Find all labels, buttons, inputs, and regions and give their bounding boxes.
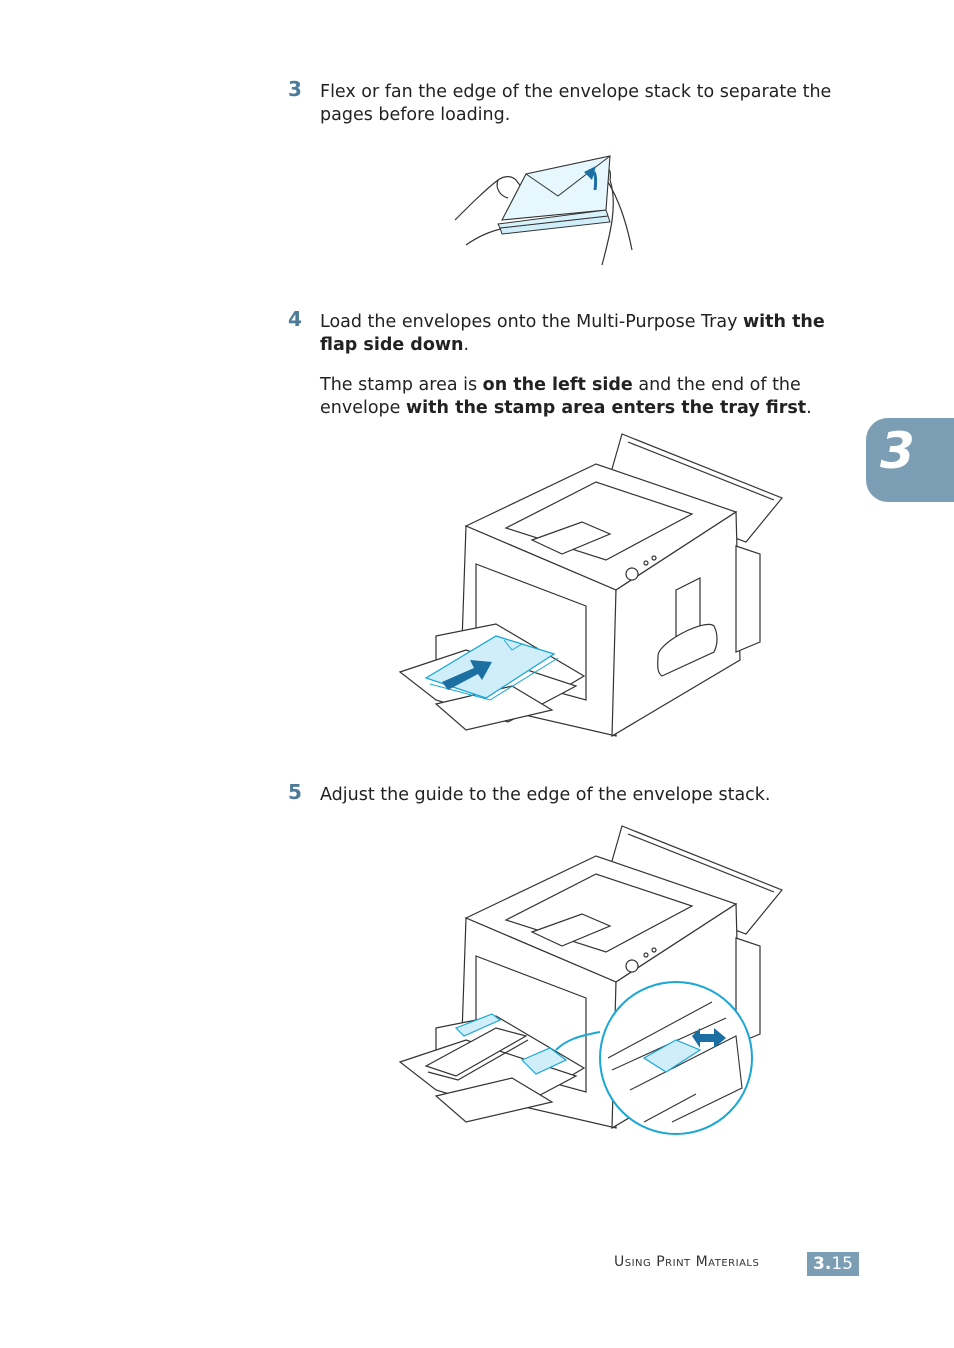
step-text: Flex or fan the edge of the envelope sta… xyxy=(320,82,832,125)
fan-envelopes-illustration xyxy=(454,155,633,266)
step-text-part: Load the envelopes onto the Multi-Purpos… xyxy=(320,312,743,332)
printer-adjust-guide-illustration xyxy=(398,825,783,1135)
step-text-emphasis: on the left side xyxy=(482,375,633,395)
magnified-view xyxy=(555,981,753,1135)
flex-arrow-icon xyxy=(584,166,598,191)
step-text-part: and the end of the envelope xyxy=(320,375,801,418)
page-number: 3.15 xyxy=(807,1252,859,1276)
chapter-tab: 3 xyxy=(866,418,954,502)
step-text-part: . xyxy=(463,335,470,355)
paper-guide xyxy=(454,1013,568,1075)
step-text-part: . xyxy=(806,398,812,418)
printer-load-envelope-illustration xyxy=(398,433,783,738)
footer-section-title: Using Print Materials xyxy=(614,1254,760,1270)
step-text-emphasis: with the stamp area enters the tray firs… xyxy=(406,398,807,418)
chapter-number: 3 xyxy=(880,422,915,480)
step-note: The stamp area is on the left side and t… xyxy=(320,374,850,420)
adjust-arrow-icon xyxy=(692,1028,726,1048)
step-number: 3 xyxy=(288,77,302,101)
page-index: 15 xyxy=(831,1254,853,1274)
page-chapter: 3. xyxy=(813,1254,832,1274)
step-number: 4 xyxy=(288,307,302,331)
step-text-part: The stamp area is xyxy=(320,375,483,395)
step-text: Load the envelopes onto the Multi-Purpos… xyxy=(320,311,850,357)
step-text-emphasis: with the flap side down xyxy=(320,312,825,355)
step-number: 5 xyxy=(288,780,302,804)
insert-arrow-icon xyxy=(442,660,492,690)
envelope-stack xyxy=(497,155,611,235)
step-text: Adjust the guide to the edge of the enve… xyxy=(320,785,771,805)
